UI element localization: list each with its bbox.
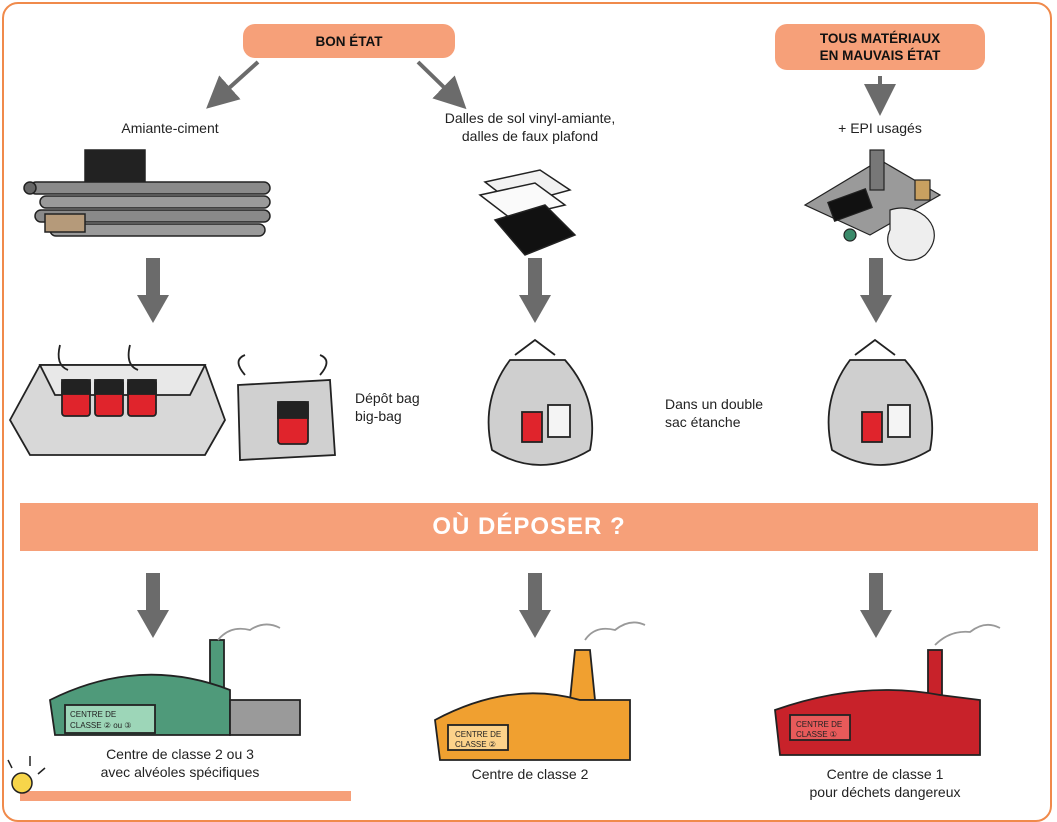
center-class-2-3-label: Centre de classe 2 ou 3 avec alvéoles sp… <box>100 746 260 780</box>
mauvais-etat-label: TOUS MATÉRIAUX EN MAUVAIS ÉTAT <box>775 24 985 70</box>
epi-label: + EPI usagés <box>838 120 922 136</box>
banner-title: OÙ DÉPOSER ? <box>432 513 626 540</box>
double-sac-label: Dans un double sac étanche <box>665 396 764 430</box>
dalles-label: Dalles de sol vinyl-amiante, dalles de f… <box>444 110 616 144</box>
tip-strip <box>20 791 351 801</box>
center-class-2-label: Centre de classe 2 <box>471 766 589 782</box>
depot-bag-label: Dépôt bag big-bag <box>355 390 420 424</box>
ou-deposer-banner: OÙ DÉPOSER ? <box>20 503 1038 551</box>
center-class-1-label: Centre de classe 1 pour déchets dangereu… <box>809 766 961 800</box>
bon-etat-label: BON ÉTAT <box>243 24 455 58</box>
amiante-ciment-label: Amiante-ciment <box>121 120 219 136</box>
